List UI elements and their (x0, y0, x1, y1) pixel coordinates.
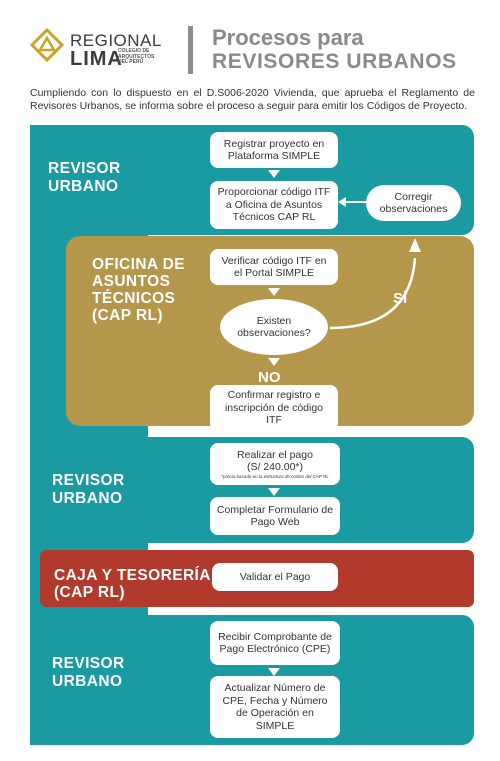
step-validar-text: Validar el Pago (239, 570, 311, 583)
step-completar-formulario: Completar Formulario de Pago Web (210, 497, 340, 535)
section-label-revisor-2: REVISOR URBANO (52, 472, 125, 507)
section-label-revisor-3: REVISOR URBANO (52, 655, 125, 690)
yes-label: SÍ (393, 290, 408, 307)
arrow-down-icon (268, 668, 280, 676)
arrow-down-icon (268, 288, 280, 296)
step-corregir-text: Corregir observaciones (379, 190, 448, 216)
step-realizar-pago: Realizar el pago (S/ 240.00*) *precio ba… (210, 443, 340, 485)
step-confirmar-registro: Confirmar registro e inscripción de códi… (210, 385, 338, 431)
payment-amount: (S/ 240.00*) (246, 461, 304, 474)
step-completar-text: Completar Formulario de Pago Web (216, 503, 334, 529)
page-title-line1: Procesos para (212, 25, 364, 50)
section-label-caja-2: (CAP RL) (54, 584, 125, 601)
decision-existen-observaciones: Existen observaciones? (220, 299, 328, 355)
brand-subtitle: COLEGIO DE ARQUITECTOS DEL PERÚ (118, 48, 155, 65)
yes-curve-arrow-icon (330, 238, 421, 330)
arrow-down-icon (268, 488, 280, 496)
left-teal-column (30, 125, 148, 745)
step-validar-pago: Validar el Pago (212, 563, 338, 591)
page-title-line2: REVISORES URBANOS (212, 50, 457, 73)
intro-paragraph: Cumpliendo con lo dispuesto en el D.S006… (30, 87, 475, 112)
step-registrar-text: Registrar proyecto en Plataforma SIMPLE (223, 137, 325, 163)
section-label-ocat-1: OFICINA DE (92, 256, 185, 273)
step-registrar-proyecto: Registrar proyecto en Plataforma SIMPLE (210, 132, 338, 168)
brand-lima: LIMA (70, 48, 123, 70)
section-label-ocat-4: (CAP RL) (92, 307, 163, 324)
step-confirmar-text: Confirmar registro e inscripción de códi… (224, 389, 324, 427)
step-proporcionar-text: Proporcionar código ITF a Oficina de Asu… (217, 186, 331, 224)
no-label: NO (258, 369, 281, 386)
arrow-down-icon (268, 170, 280, 178)
decision-text: Existen observaciones? (237, 314, 311, 340)
section-label-ocat-3: TÉCNICOS (92, 290, 176, 307)
step-recibir-comprobante: Recibir Comprobante de Pago Electrónico … (210, 621, 340, 665)
step-corregir-observaciones: Corregir observaciones (366, 185, 461, 221)
step-proporcionar-codigo: Proporcionar código ITF a Oficina de Asu… (210, 181, 338, 229)
cap-logo-icon (30, 28, 64, 62)
arrow-left-icon (338, 197, 366, 207)
section-label-revisor-1: REVISOR URBANO (48, 160, 121, 195)
step-verificar-codigo: Verificar código ITF en el Portal SIMPLE (210, 249, 338, 285)
header-divider (188, 26, 193, 74)
step-verificar-text: Verificar código ITF en el Portal SIMPLE (221, 254, 327, 280)
step-actualizar-cpe: Actualizar Número de CPE, Fecha y Número… (210, 676, 340, 738)
step-actualizar-text: Actualizar Número de CPE, Fecha y Número… (222, 682, 328, 732)
section-label-ocat-2: ASUNTOS (92, 273, 171, 290)
step-realizar-text: Realizar el pago (237, 448, 313, 461)
brand-regional: REGIONAL (70, 31, 162, 50)
arrow-down-icon (268, 358, 280, 366)
payment-note: *precio basado en la estructura de costo… (221, 473, 329, 479)
section-label-caja-1: CAJA Y TESORERÍA (54, 567, 211, 584)
step-recibir-text: Recibir Comprobante de Pago Electrónico … (218, 630, 332, 656)
